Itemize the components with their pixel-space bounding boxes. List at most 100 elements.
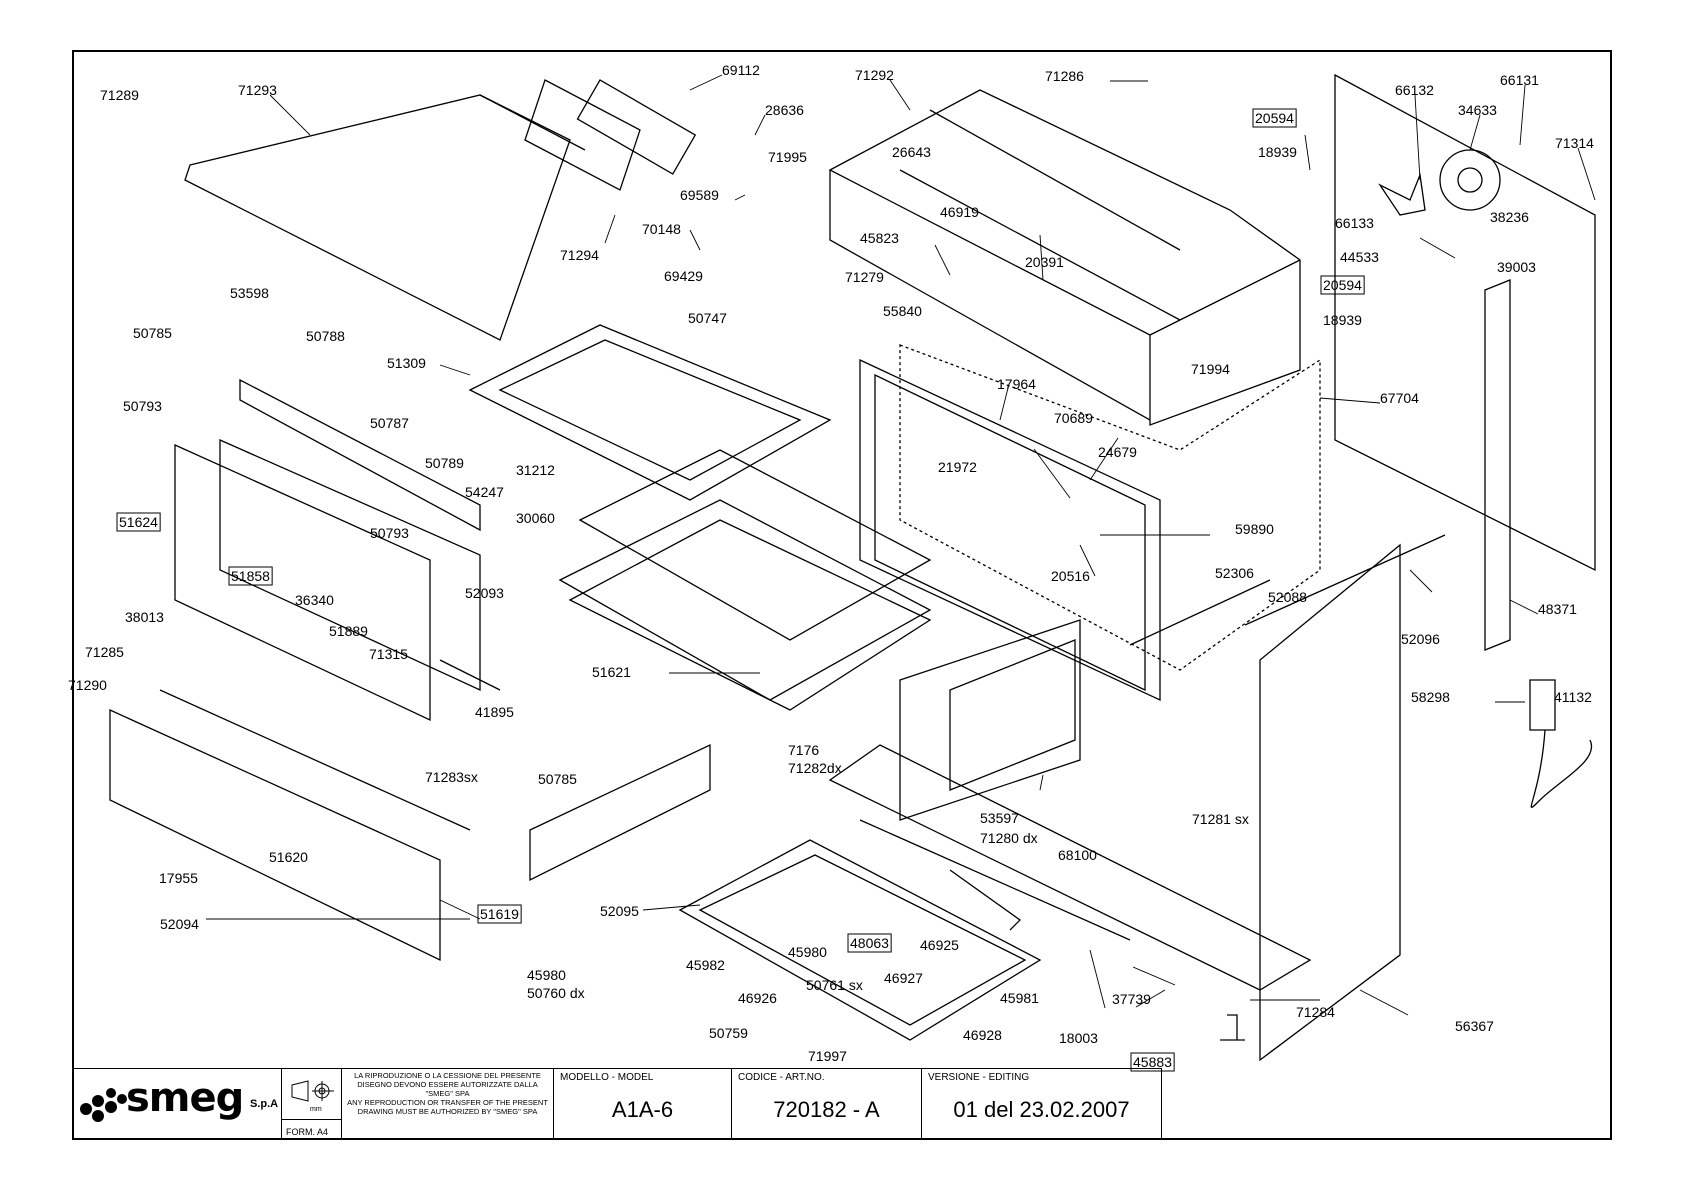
part-label: 53597: [980, 810, 1019, 826]
part-number: 71314: [1555, 135, 1594, 151]
part-label: 71315: [369, 646, 408, 662]
part-label: 50788: [306, 328, 345, 344]
part-label: 34633: [1458, 102, 1497, 118]
part-label: 56367: [1455, 1018, 1494, 1034]
part-number: 51619: [480, 906, 519, 922]
part-label: 26643: [892, 144, 931, 160]
part-number: 71994: [1191, 361, 1230, 377]
part-label: 66133: [1335, 215, 1374, 231]
part-label: 45980: [788, 944, 827, 960]
part-label: 45823: [860, 230, 899, 246]
part-label: 66131: [1500, 72, 1539, 88]
part-number: 34633: [1458, 102, 1497, 118]
part-label: 59890: [1235, 521, 1274, 537]
part-label: 45980: [527, 967, 566, 983]
brand-suffix: S.p.A: [250, 1098, 279, 1110]
drawing-frame: [72, 50, 1612, 1140]
part-label: 41132: [1554, 689, 1592, 705]
part-number: 30060: [516, 510, 555, 526]
part-label: 71281 sx: [1192, 811, 1249, 827]
part-number: 52094: [160, 916, 199, 932]
part-number: 50747: [688, 310, 727, 326]
model-caption: MODELLO - MODEL: [560, 1072, 654, 1083]
part-number: 68100: [1058, 847, 1097, 863]
part-label: 71283sx: [425, 769, 478, 785]
part-number: 50788: [306, 328, 345, 344]
part-number: 45823: [860, 230, 899, 246]
part-label: 52093: [465, 585, 504, 601]
part-label: 41895: [475, 704, 514, 720]
part-label: 30060: [516, 510, 555, 526]
part-number: 50785: [133, 325, 172, 341]
part-number: 53598: [230, 285, 269, 301]
part-label: 18939: [1323, 312, 1362, 328]
part-label: 51624: [116, 512, 161, 532]
part-number: 71997: [808, 1048, 847, 1064]
part-label: 50785: [538, 771, 577, 787]
part-label: 17964: [997, 376, 1036, 392]
notice-italian: LA RIPRODUZIONE O LA CESSIONE DEL PRESEN…: [354, 1071, 541, 1098]
part-number: 48371: [1538, 601, 1577, 617]
part-number: 39003: [1497, 259, 1536, 275]
part-label: 71290: [68, 677, 107, 693]
part-number-box: [228, 566, 273, 586]
part-number: 45981: [1000, 990, 1039, 1006]
part-label: 71280 dx: [980, 830, 1038, 846]
part-label: 71285: [85, 644, 124, 660]
code-caption: CODICE - ART.NO.: [738, 1072, 825, 1083]
part-label: 71279: [845, 269, 884, 285]
part-number: 28636: [765, 102, 804, 118]
part-number: 41132: [1554, 689, 1592, 705]
part-label: 50760 dx: [527, 985, 585, 1001]
brand-logo-text: smeg: [126, 1075, 244, 1121]
part-label: 45982: [686, 957, 725, 973]
part-number: 18003: [1059, 1030, 1098, 1046]
part-label: 70689: [1054, 410, 1093, 426]
part-label: 52096: [1401, 631, 1440, 647]
part-label: 51858: [228, 566, 273, 586]
part-number: 44533: [1340, 249, 1379, 265]
part-number: 71292: [855, 67, 894, 83]
part-label: 46919: [940, 204, 979, 220]
part-number: 67704: [1380, 390, 1419, 406]
part-label: 38013: [125, 609, 164, 625]
part-number: 46928: [963, 1027, 1002, 1043]
part-number: 58298: [1411, 689, 1450, 705]
part-number: 51624: [119, 514, 158, 530]
part-number: 66131: [1500, 72, 1539, 88]
part-label: 20391: [1025, 254, 1064, 270]
part-number: 71315: [369, 646, 408, 662]
part-label: 51889: [329, 623, 368, 639]
part-label: 37739: [1112, 991, 1151, 1007]
part-number: 66132: [1395, 82, 1434, 98]
part-label: 53598: [230, 285, 269, 301]
part-number: 50793: [123, 398, 162, 414]
part-label: 52095: [600, 903, 639, 919]
part-number: 46926: [738, 990, 777, 1006]
part-number: 52093: [465, 585, 504, 601]
part-number: 17964: [997, 376, 1036, 392]
part-label: 39003: [1497, 259, 1536, 275]
reproduction-notice: LA RIPRODUZIONE O LA CESSIONE DEL PRESEN…: [346, 1071, 549, 1116]
part-number: 71285: [85, 644, 124, 660]
part-number: 20516: [1051, 568, 1090, 584]
part-number: 21972: [938, 459, 977, 475]
part-label: 51309: [387, 355, 426, 371]
part-label: 71294: [560, 247, 599, 263]
part-label: 46925: [920, 937, 959, 953]
part-label: 46928: [963, 1027, 1002, 1043]
part-number: 52096: [1401, 631, 1440, 647]
form-divider: [282, 1119, 341, 1120]
notice-english: ANY REPRODUCTION OR TRANSFER OF THE PRES…: [347, 1098, 548, 1116]
part-number: 41895: [475, 704, 514, 720]
part-label: 71293: [238, 82, 277, 98]
projection-symbol-icon: mm: [291, 1080, 334, 1113]
part-number: 24679: [1098, 444, 1137, 460]
part-number: 46925: [920, 937, 959, 953]
part-number: 20594: [1323, 277, 1362, 293]
part-label: 58298: [1411, 689, 1450, 705]
part-number: 51858: [231, 568, 270, 584]
part-number: 71995: [768, 149, 807, 165]
part-label: 69429: [664, 268, 703, 284]
